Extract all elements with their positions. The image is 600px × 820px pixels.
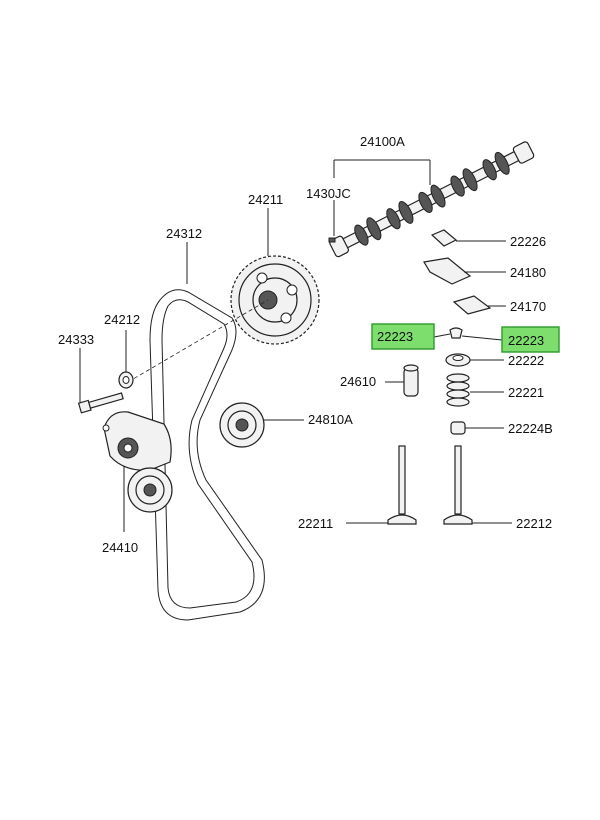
label-tensioner[interactable]: 24410	[102, 540, 138, 555]
valve-stem-seal-part[interactable]	[450, 421, 466, 435]
valve-spring-part[interactable]	[446, 373, 470, 407]
label-timing-belt[interactable]: 24312	[166, 226, 202, 241]
camshaft-pin-part[interactable]	[328, 237, 336, 243]
timing-belt-part[interactable]	[149, 289, 265, 621]
cam-sprocket-part[interactable]	[230, 255, 320, 345]
washer-part[interactable]	[118, 371, 134, 389]
rocker-arm-part[interactable]	[423, 257, 472, 285]
label-bolt[interactable]: 24333	[58, 332, 94, 347]
rocker-arm-lower-part[interactable]	[452, 295, 492, 315]
highlight-box-right	[501, 326, 560, 353]
label-exhaust-valve[interactable]: 22212	[516, 516, 552, 531]
label-retainer-lock-left[interactable]: 22223	[377, 329, 413, 344]
lash-adjuster-part[interactable]	[403, 364, 419, 397]
label-cam-sprocket[interactable]: 24211	[248, 192, 283, 207]
exhaust-valve-part[interactable]	[443, 445, 473, 525]
label-camshaft-pin[interactable]: 1430JC	[306, 186, 351, 201]
label-retainer-lock-right[interactable]: 22223	[508, 333, 544, 348]
label-intake-valve[interactable]: 22211	[298, 516, 333, 531]
highlight-box-left	[371, 323, 435, 350]
label-idler-pulley[interactable]: 24810A	[308, 412, 353, 427]
label-lash-adjuster[interactable]: 24610	[340, 374, 376, 389]
label-valve-spring[interactable]: 22221	[508, 385, 544, 400]
intake-valve-part[interactable]	[387, 445, 417, 525]
retainer-lock-part[interactable]	[449, 327, 463, 339]
bolt-part[interactable]	[77, 391, 124, 414]
label-rocker-arm-lower[interactable]: 24170	[510, 299, 546, 314]
label-spring-retainer[interactable]: 22222	[508, 353, 544, 368]
label-retainer-lock-upper[interactable]: 22226	[510, 234, 546, 249]
spring-retainer-part[interactable]	[445, 353, 471, 367]
camshaft-part[interactable]	[327, 138, 536, 260]
label-valve-stem-seal[interactable]: 22224B	[508, 421, 553, 436]
tensioner-part[interactable]	[102, 411, 173, 513]
label-camshaft[interactable]: 24100A	[360, 134, 405, 149]
idler-pulley-part[interactable]	[219, 402, 265, 448]
label-rocker-arm[interactable]: 24180	[510, 265, 546, 280]
label-washer[interactable]: 24212	[104, 312, 140, 327]
retainer-lock-upper-part[interactable]	[430, 229, 458, 247]
